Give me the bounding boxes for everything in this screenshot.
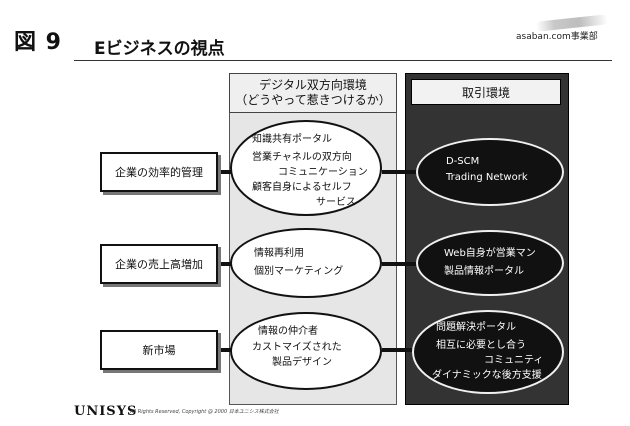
digital-ellipse: 情報の仲介者 カストマイズされた 製品デザイン [230, 312, 382, 390]
trade-column-header: 取引環境 [411, 79, 561, 105]
ellipse-text: 製品デザイン [272, 357, 332, 368]
digital-ellipse: 情報再利用 個別マーケティング [230, 228, 382, 298]
connector-line [382, 170, 422, 174]
ellipse-text: D-SCM [446, 156, 480, 167]
ellipse-text: サービス [316, 197, 356, 208]
ellipse-text: コミュニティ [484, 355, 544, 366]
trade-ellipse: 問題解決ポータル 相互に必要とし合う コミュニティ ダイナミックな後方支援 [412, 310, 564, 394]
ellipse-text: コミュニケーション [278, 167, 368, 178]
connector-line [218, 170, 232, 174]
ellipse-text: 相互に必要とし合う [436, 340, 526, 351]
perspective-label: 企業の効率的管理 [115, 166, 203, 179]
trade-ellipse: D-SCM Trading Network [416, 138, 564, 206]
ellipse-text: 個別マーケティング [254, 266, 344, 277]
figure-label: 図 9 [14, 30, 62, 55]
perspective-label: 企業の売上高増加 [115, 258, 203, 271]
connector-line [382, 262, 422, 266]
digital-column-header: デジタル双方向環境 （どうやって惹きつけるか） [229, 73, 397, 113]
ellipse-text: Web自身が営業マン [444, 248, 536, 259]
ellipse-text: 情報の仲介者 [258, 326, 318, 337]
trade-ellipse: Web自身が営業マン 製品情報ポータル [416, 230, 564, 296]
trade-column-title: 取引環境 [461, 85, 510, 100]
ellipse-text: 知識共有ポータル [252, 134, 332, 145]
department-label: asaban.com事業部 [516, 32, 598, 42]
unisys-logo: UNISYS [74, 404, 138, 419]
perspective-box: 新市場 [100, 330, 218, 370]
connector-line [218, 262, 232, 266]
ellipse-text: 製品情報ポータル [444, 266, 524, 277]
perspective-box: 企業の効率的管理 [100, 152, 218, 192]
ellipse-text: 情報再利用 [254, 248, 304, 259]
slide-title: Eビジネスの視点 [94, 39, 225, 59]
connector-line [382, 348, 422, 352]
digital-column-subtitle: （どうやって惹きつけるか） [235, 93, 391, 107]
digital-column-title: デジタル双方向環境 [259, 78, 367, 92]
ellipse-text: 顧客自身によるセルフ [252, 182, 352, 193]
ellipse-text: 問題解決ポータル [436, 322, 516, 333]
ellipse-text: Trading Network [446, 172, 528, 183]
perspective-label: 新市場 [142, 344, 176, 357]
ellipse-text: カストマイズされた [252, 342, 342, 353]
perspective-box: 企業の売上高増加 [100, 244, 218, 284]
digital-ellipse: 知識共有ポータル 営業チャネルの双方向 コミュニケーション 顧客自身によるセルフ… [230, 120, 382, 216]
ellipse-text: ダイナミックな後方支援 [432, 370, 542, 381]
connector-line [218, 348, 232, 352]
copyright-notice: All Rights Reserved, Copyright @ 2000 日本… [130, 409, 279, 415]
ellipse-text: 営業チャネルの双方向 [252, 152, 352, 163]
title-divider [74, 60, 612, 61]
